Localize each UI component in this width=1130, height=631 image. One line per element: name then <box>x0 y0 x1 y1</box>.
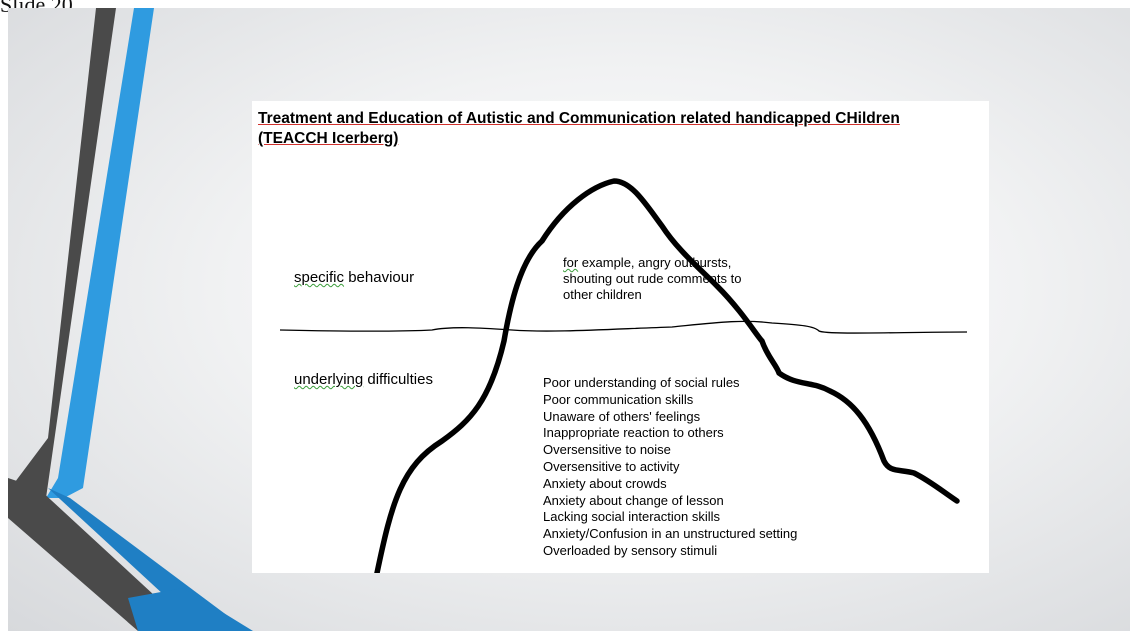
iceberg-diagram <box>279 178 968 573</box>
blue-bottom-band <box>128 588 253 631</box>
blue-diagonal <box>48 488 248 631</box>
water-line <box>279 320 968 334</box>
diagram-panel: Treatment and Education of Autistic and … <box>252 101 989 573</box>
list-item: Overloaded by sensory stimuli <box>543 542 718 558</box>
spelling-marked-word: for <box>563 255 579 270</box>
list-item: Inappropriate reaction to others <box>543 425 724 441</box>
list-item: Anxiety about crowds <box>543 475 667 491</box>
list-item: Poor communication skills <box>543 391 694 407</box>
list-item: Unaware of others' feelings <box>543 408 701 424</box>
diagram-title: Treatment and Education of Autistic and … <box>258 110 900 147</box>
spelling-marked-word: specific <box>294 269 345 286</box>
label-text: difficulties <box>363 371 433 388</box>
list-item: Anxiety/Confusion in an unstructured set… <box>543 526 798 542</box>
dark-diagonal <box>8 478 193 631</box>
specific-behaviour-label: specific behaviour <box>294 269 414 286</box>
blue-stripe <box>46 8 154 498</box>
dark-stripe <box>8 8 116 498</box>
iceberg-outline <box>374 178 960 573</box>
underlying-difficulties-label: underlying difficulties <box>294 371 433 388</box>
label-text: behaviour <box>344 269 415 286</box>
behaviour-example: for example, angry outbursts, shouting o… <box>563 255 763 303</box>
list-item: Lacking social interaction skills <box>543 509 721 525</box>
difficulties-list: Poor understanding of social rules Poor … <box>543 375 797 560</box>
list-item: Poor understanding of social rules <box>543 375 740 390</box>
example-text: example, angry outbursts, shouting out r… <box>563 255 742 302</box>
list-item: Anxiety about change of lesson <box>543 492 724 508</box>
decorative-stripes <box>8 8 253 631</box>
spelling-marked-word: underlying <box>294 371 364 388</box>
list-item: Oversensitive to activity <box>543 458 680 474</box>
list-item: Oversensitive to noise <box>543 442 671 458</box>
